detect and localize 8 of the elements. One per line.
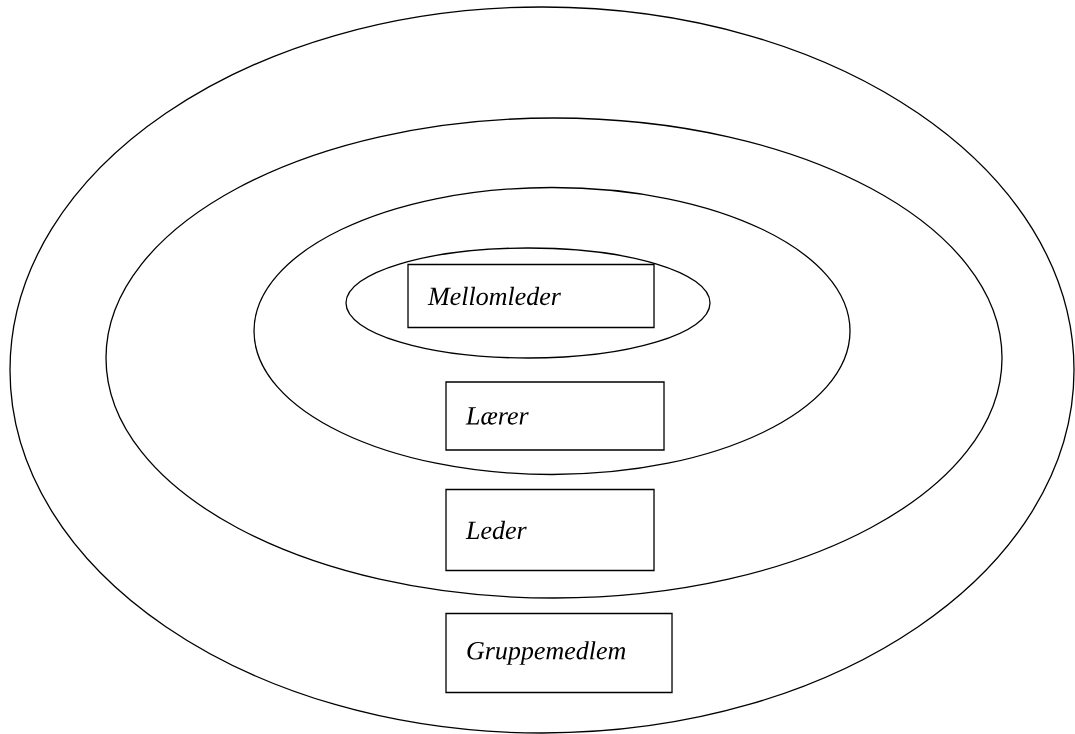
text-box: Mellomleder — [407, 263, 655, 329]
ring-ellipse — [9, 6, 1075, 734]
text-box: Leder — [445, 488, 655, 572]
text-box: Gruppemedlem — [445, 612, 673, 694]
text-box: Lærer — [445, 381, 665, 451]
ring-ellipse — [345, 247, 711, 359]
ring-ellipse — [105, 117, 1003, 599]
ring-ellipse — [253, 186, 851, 476]
